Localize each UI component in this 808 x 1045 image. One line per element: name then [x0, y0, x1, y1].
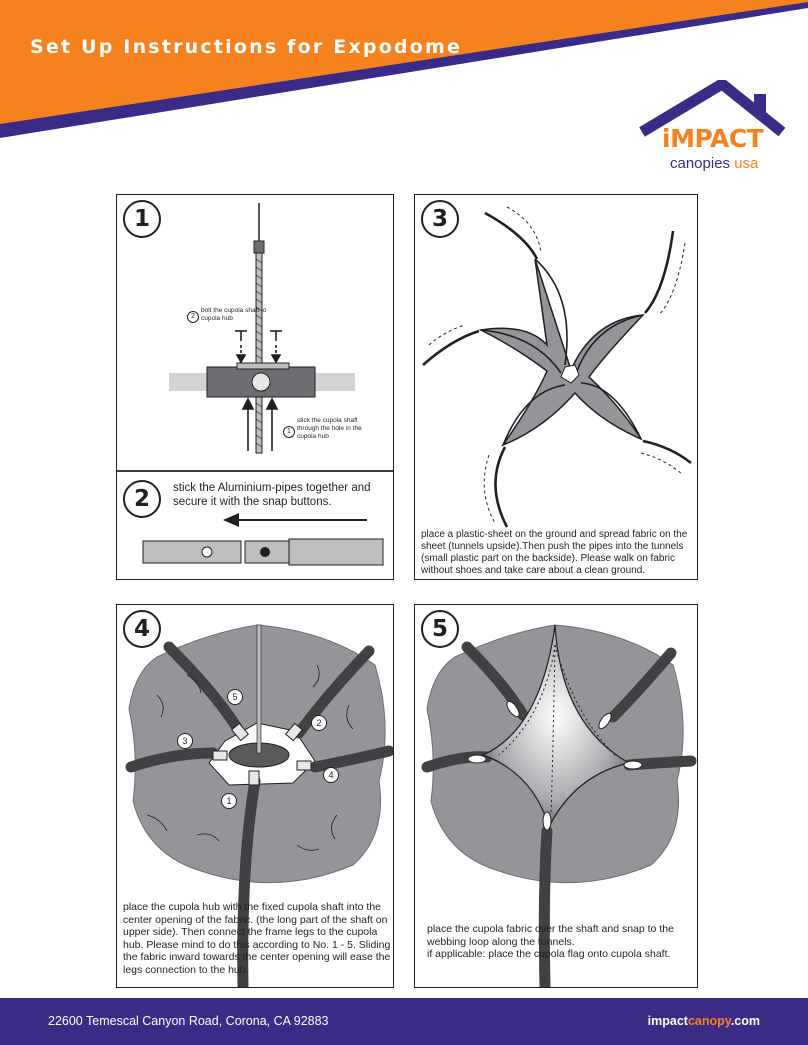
roof-icon: [639, 80, 786, 137]
site-pre: impact: [647, 1014, 688, 1028]
footer-website-link[interactable]: impactcanopy.com: [648, 1014, 760, 1028]
footer-address: 22600 Temescal Canyon Road, Corona, CA 9…: [48, 1014, 329, 1028]
step-1-badge: 1: [123, 200, 161, 238]
step-4-illustration: [125, 624, 393, 987]
step-1-callout-shaft: stick the cupola shaft through the hole …: [297, 417, 362, 440]
step-5-badge: 5: [421, 610, 459, 648]
step-5-illustration: [421, 624, 697, 987]
site-post: .com: [730, 1014, 760, 1028]
logo-region: usa: [734, 155, 759, 172]
step-4-caption: place the cupola hub with the fixed cupo…: [123, 901, 391, 976]
logo-sub: canopies: [670, 155, 731, 172]
step-1-marker-2: 2: [187, 311, 199, 323]
step-2-caption: stick the Aluminium-pipes together and s…: [173, 482, 371, 508]
step-3-illustration: [422, 206, 692, 528]
step-5-caption: place the cupola fabric over the shaft a…: [427, 923, 674, 960]
step-4-panel: 4 1 2 3 4 5 place the cupola hub with th…: [116, 604, 394, 988]
site-accent: canopy: [687, 1014, 731, 1028]
leg-marker-1: 1: [221, 793, 237, 809]
step-2-badge: 2: [123, 480, 161, 518]
step-3-caption: place a plastic-sheet on the ground and …: [421, 529, 688, 576]
logo-brand: iMPACT: [662, 124, 764, 153]
step-5-panel: 5 place the cupola fabric over the shaft…: [414, 604, 698, 988]
page-title: Set Up Instructions for Expodome: [30, 36, 463, 58]
step-1-2-panel: 1 2 bolt the cupola shaft to cupola hub …: [116, 194, 394, 580]
leg-marker-2: 2: [311, 715, 327, 731]
leg-marker-3: 3: [177, 733, 193, 749]
leg-marker-5: 5: [227, 689, 243, 705]
step-2-illustration: [142, 513, 384, 566]
footer-bar: [0, 998, 808, 1045]
step-1-callout-bolt: bolt the cupola shaft to cupola hub: [201, 307, 267, 322]
step-1-illustration: [117, 203, 393, 566]
step-3-panel: 3 place a plastic-sheet on the ground an…: [414, 194, 698, 580]
step-1-marker-1: 1: [283, 426, 295, 438]
company-logo: iMPACT canopies usa: [636, 80, 786, 175]
header-banner: [0, 0, 808, 138]
step-3-badge: 3: [421, 200, 459, 238]
leg-marker-4: 4: [323, 767, 339, 783]
step-4-badge: 4: [123, 610, 161, 648]
